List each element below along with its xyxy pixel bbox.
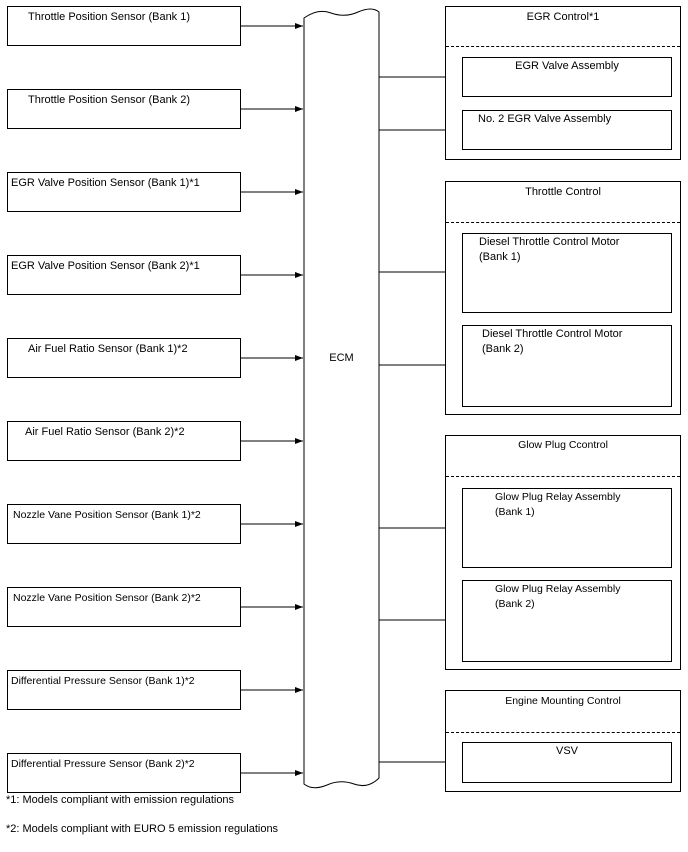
input-label: Nozzle Vane Position Sensor (Bank 1)*2: [13, 509, 201, 521]
output-label: Diesel Throttle Control Motor (Bank 2): [482, 328, 623, 355]
vsv-box: VSV: [462, 742, 672, 783]
glow-plug-relay-bank2-box: Glow Plug Relay Assembly (Bank 2): [462, 580, 672, 662]
input-label: Nozzle Vane Position Sensor (Bank 2)*2: [13, 592, 201, 604]
group-engine-mounting-control: Engine Mounting Control VSV: [445, 690, 681, 792]
ecm-label: ECM: [329, 352, 354, 364]
input-box-throttle-bank1: Throttle Position Sensor (Bank 1): [7, 6, 241, 46]
no2-egr-valve-assembly-box: No. 2 EGR Valve Assembly: [462, 110, 672, 150]
input-box-diff-pressure-bank2: Differential Pressure Sensor (Bank 2)*2: [7, 753, 241, 793]
input-box-af-ratio-bank1: Air Fuel Ratio Sensor (Bank 1)*2: [7, 338, 241, 378]
group-egr-control: EGR Control*1 EGR Valve Assembly No. 2 E…: [445, 6, 681, 160]
group-divider: [446, 46, 680, 47]
group-title: Glow Plug Ccontrol: [518, 439, 608, 451]
input-label: Air Fuel Ratio Sensor (Bank 2)*2: [25, 426, 185, 438]
input-label: Air Fuel Ratio Sensor (Bank 1)*2: [28, 343, 188, 355]
footnote-1: *1: Models compliant with emission regul…: [6, 794, 235, 806]
input-label: Differential Pressure Sensor (Bank 1)*2: [11, 675, 195, 687]
input-label: EGR Valve Position Sensor (Bank 1)*1: [11, 177, 200, 189]
input-label: EGR Valve Position Sensor (Bank 2)*1: [11, 260, 200, 272]
output-label: Glow Plug Relay Assembly (Bank 1): [495, 491, 621, 518]
group-title: EGR Control*1: [526, 11, 600, 23]
group-divider: [446, 222, 680, 223]
glow-plug-relay-bank1-box: Glow Plug Relay Assembly (Bank 1): [462, 488, 672, 568]
group-divider: [446, 476, 680, 477]
egr-valve-assembly-box: EGR Valve Assembly: [462, 57, 672, 97]
group-title: Engine Mounting Control: [505, 695, 621, 707]
input-label: Differential Pressure Sensor (Bank 2)*2: [11, 758, 195, 770]
group-title: Throttle Control: [525, 186, 601, 198]
group-divider: [446, 732, 680, 733]
group-glow-plug-control: Glow Plug Ccontrol Glow Plug Relay Assem…: [445, 435, 681, 670]
input-label: Throttle Position Sensor (Bank 2): [28, 94, 191, 106]
input-box-diff-pressure-bank1: Differential Pressure Sensor (Bank 1)*2: [7, 670, 241, 710]
input-box-af-ratio-bank2: Air Fuel Ratio Sensor (Bank 2)*2: [7, 421, 241, 461]
throttle-motor-bank1-box: Diesel Throttle Control Motor (Bank 1): [462, 233, 672, 313]
output-label: Glow Plug Relay Assembly (Bank 2): [495, 583, 621, 610]
input-box-nozzle-vane-bank1: Nozzle Vane Position Sensor (Bank 1)*2: [7, 504, 241, 544]
footnote-2: *2: Models compliant with EURO 5 emissio…: [6, 823, 279, 835]
ecm-block: [303, 8, 380, 789]
input-box-egr-position-bank1: EGR Valve Position Sensor (Bank 1)*1: [7, 172, 241, 212]
output-label: VSV: [555, 745, 578, 757]
input-box-egr-position-bank2: EGR Valve Position Sensor (Bank 2)*1: [7, 255, 241, 295]
output-label: No. 2 EGR Valve Assembly: [478, 113, 612, 125]
throttle-motor-bank2-box: Diesel Throttle Control Motor (Bank 2): [462, 325, 672, 407]
input-box-throttle-bank2: Throttle Position Sensor (Bank 2): [7, 89, 241, 129]
group-throttle-control: Throttle Control Diesel Throttle Control…: [445, 181, 681, 415]
input-box-nozzle-vane-bank2: Nozzle Vane Position Sensor (Bank 2)*2: [7, 587, 241, 627]
input-label: Throttle Position Sensor (Bank 1): [28, 11, 191, 23]
output-label: Diesel Throttle Control Motor (Bank 1): [479, 236, 620, 263]
output-label: EGR Valve Assembly: [515, 60, 619, 72]
